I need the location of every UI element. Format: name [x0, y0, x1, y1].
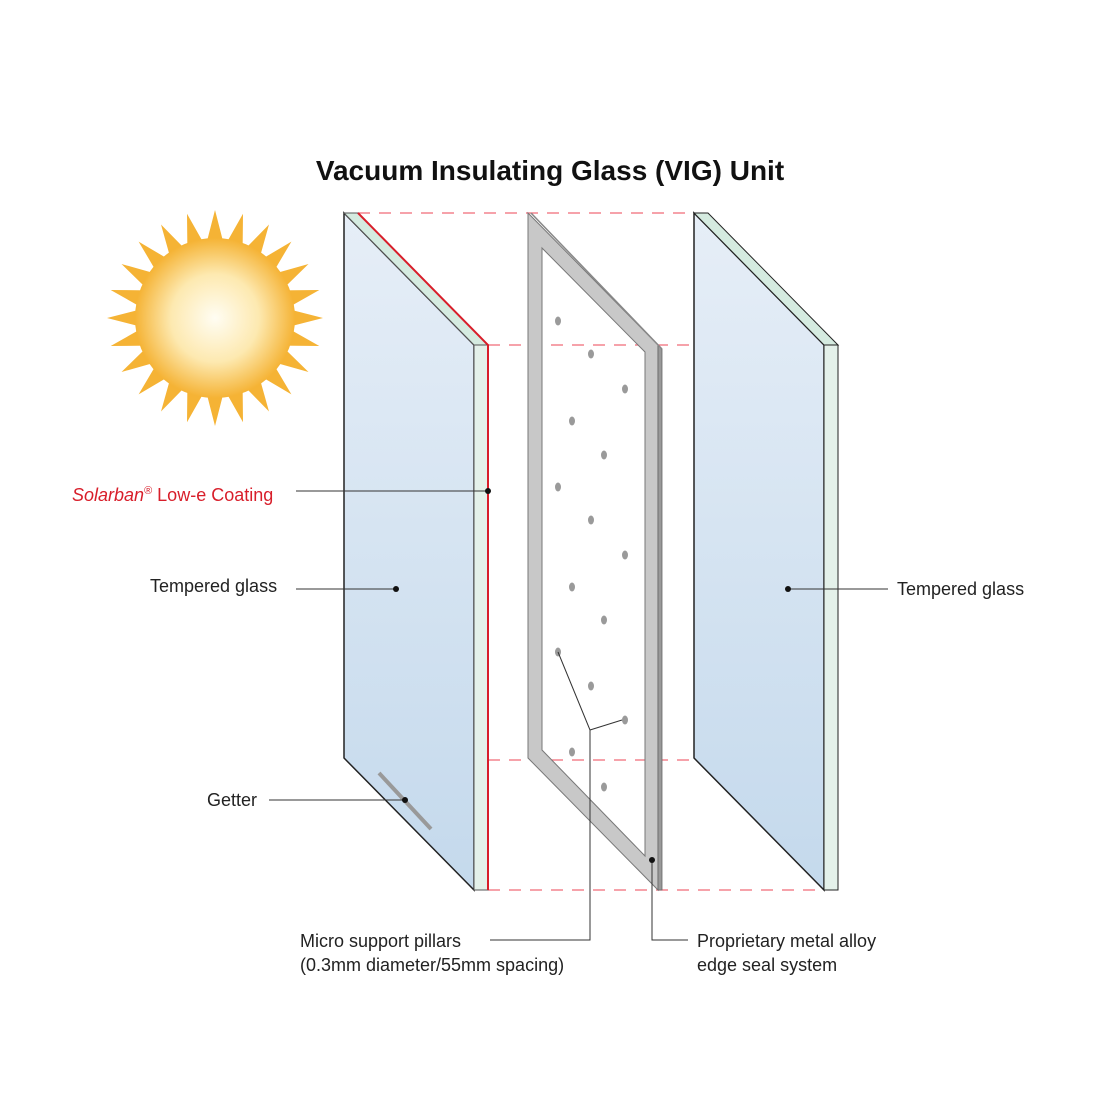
support-pillar — [601, 450, 607, 460]
support-pillar — [569, 416, 575, 426]
support-pillar — [555, 316, 561, 326]
leader-dots — [393, 488, 791, 863]
support-pillar — [588, 681, 594, 691]
support-pillar — [588, 349, 594, 359]
low-e-coating-label: Solarban® Low-e Coating — [72, 485, 274, 505]
support-pillar — [588, 515, 594, 525]
pillars-label: Micro support pillars(0.3mm diameter/55m… — [300, 931, 565, 975]
edge-seal-frame — [527, 211, 663, 892]
support-pillar — [622, 550, 628, 560]
sun-icon — [107, 210, 323, 426]
support-pillar — [601, 782, 607, 792]
support-pillar — [569, 747, 575, 757]
support-pillar — [555, 482, 561, 492]
micro-support-pillars — [555, 316, 628, 792]
sun-disc — [135, 238, 295, 398]
support-pillar — [622, 384, 628, 394]
leader-lines — [269, 490, 888, 941]
support-pillar — [569, 582, 575, 592]
getter-label: Getter — [207, 790, 258, 810]
right-tempered-glass-pane — [692, 211, 840, 892]
low-e-coating-line — [357, 212, 489, 890]
support-pillar — [622, 715, 628, 725]
tempered-glass-left-label: Tempered glass — [150, 576, 278, 596]
left-tempered-glass-pane — [342, 211, 490, 892]
support-pillar — [601, 615, 607, 625]
diagram-title: Vacuum Insulating Glass (VIG) Unit — [315, 155, 785, 186]
tempered-glass-right-label: Tempered glass — [897, 579, 1025, 599]
